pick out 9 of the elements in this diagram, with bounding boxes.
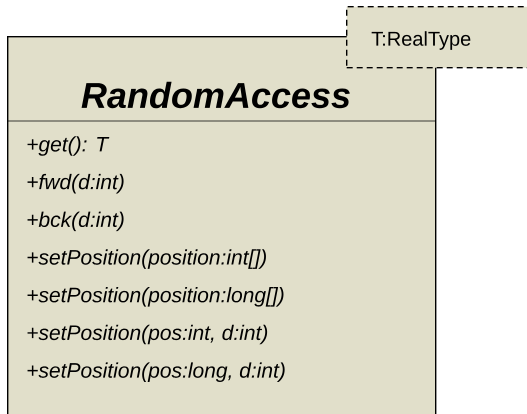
method-signature: +setPosition(pos:long, d:int) <box>28 362 285 382</box>
method-signature: +setPosition(pos:int, d:int) <box>28 324 268 344</box>
template-parameter-box: T:RealType <box>346 6 527 68</box>
method-signature: +get(): T <box>28 136 110 156</box>
method-signature: +bck(d:int) <box>28 212 124 232</box>
method-signature: +setPosition(position:long[]) <box>28 287 284 307</box>
method-signature: +setPosition(position:int[]) <box>28 249 266 269</box>
method-signature: +fwd(d:int) <box>28 174 124 194</box>
class-name: RandomAccess <box>82 82 350 108</box>
